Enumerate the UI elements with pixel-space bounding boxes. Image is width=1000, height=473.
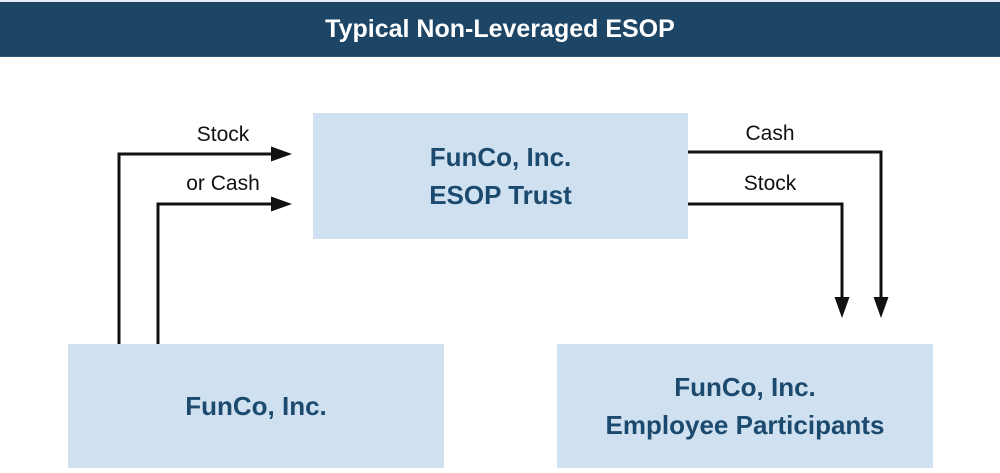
- flow-label-stock: Stock: [196, 123, 250, 146]
- arrowhead-company-to-trust-stock-icon: [271, 146, 292, 162]
- flow-label-cash: Cash: [745, 122, 795, 145]
- arrow-company-to-trust-cash: [156, 202, 272, 344]
- arrowhead-trust-to-employees-stock-icon: [834, 297, 850, 318]
- flow-label-stock-out: Stock: [743, 172, 797, 195]
- arrowhead-trust-to-employees-cash-icon: [873, 297, 889, 318]
- box-company-line1: FunCo, Inc.: [185, 391, 327, 421]
- top-edge-strip: [0, 0, 1000, 2]
- box-esop-trust-line1: FunCo, Inc.: [429, 142, 572, 172]
- box-esop-trust-line2: ESOP Trust: [429, 180, 572, 210]
- box-company: FunCo, Inc.: [68, 344, 444, 468]
- flow-label-or-cash: or Cash: [186, 172, 260, 195]
- diagram-title: Typical Non-Leveraged ESOP: [325, 14, 675, 43]
- box-employee-line1: FunCo, Inc.: [674, 372, 816, 402]
- box-employee-line2: Employee Participants: [605, 410, 885, 440]
- arrowhead-company-to-trust-cash-icon: [271, 196, 292, 212]
- box-employee-participants: FunCo, Inc. Employee Participants: [557, 344, 933, 468]
- arrow-trust-to-employees-stock: [688, 202, 844, 298]
- title-bar: Typical Non-Leveraged ESOP: [0, 2, 1000, 57]
- box-esop-trust: FunCo, Inc. ESOP Trust: [313, 113, 688, 239]
